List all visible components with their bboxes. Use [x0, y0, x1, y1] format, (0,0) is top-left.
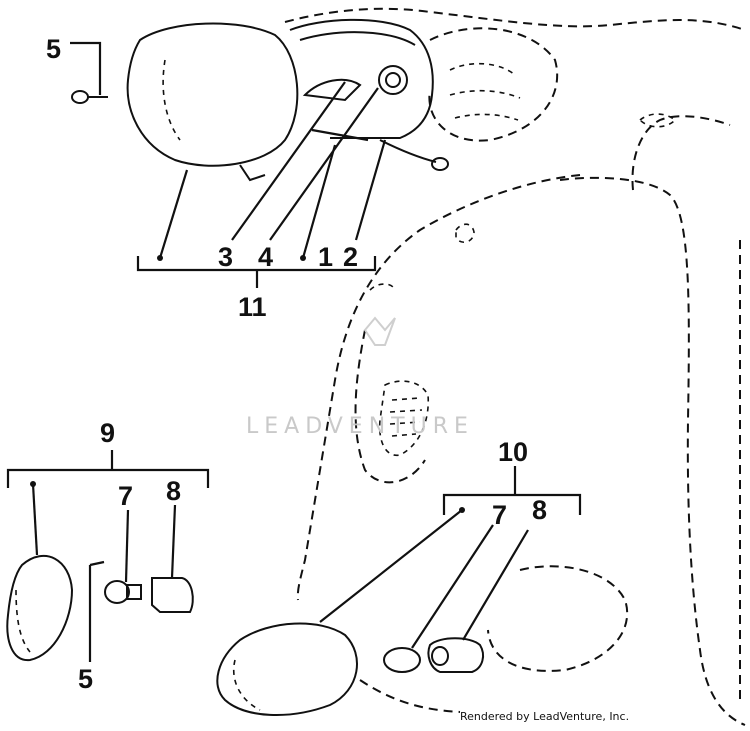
callout-7-left: 7: [118, 481, 133, 511]
watermark-text: LEADVENTURE: [246, 414, 474, 439]
callout-4: 4: [258, 242, 273, 272]
bracket-11: [136, 256, 377, 288]
bracket-10: [442, 466, 582, 515]
screw-top-left: [70, 41, 108, 104]
watermark: LEADVENTURE: [246, 316, 474, 439]
callout-3: 3: [218, 242, 233, 272]
callout-7-right: 7: [492, 500, 507, 530]
headlight-assembly: [126, 18, 449, 182]
callout-2: 2: [343, 242, 358, 272]
callout-5-left: 5: [78, 664, 93, 694]
top-leader-lines: [157, 81, 387, 261]
bracket-9: [6, 450, 210, 488]
left-turn-signal-parts: [6, 481, 194, 662]
callout-1: 1: [318, 242, 333, 272]
callout-8-left: 8: [166, 476, 181, 506]
callout-5-top: 5: [46, 34, 61, 64]
callout-8-right: 8: [532, 495, 547, 525]
scooter-body-outline: [284, 7, 746, 726]
callout-9: 9: [100, 418, 115, 448]
callout-11: 11: [238, 292, 267, 322]
render-credit: Rendered by LeadVenture, Inc.: [460, 710, 629, 723]
callout-10: 10: [498, 437, 528, 467]
right-turn-signal-parts: [216, 507, 529, 717]
